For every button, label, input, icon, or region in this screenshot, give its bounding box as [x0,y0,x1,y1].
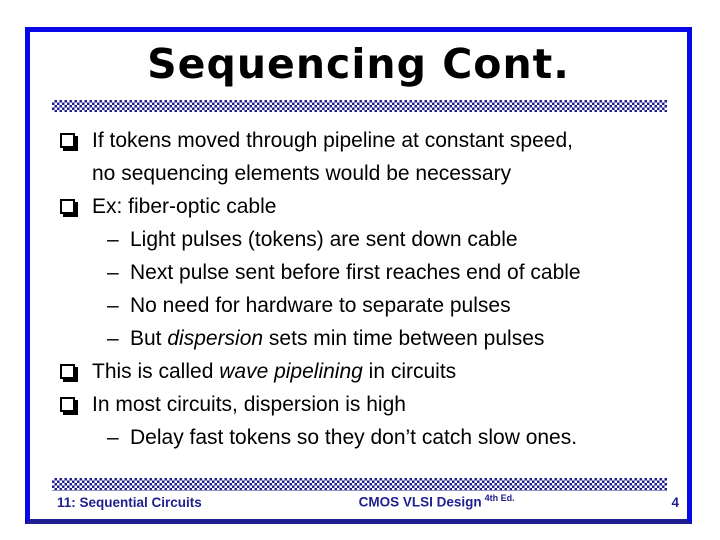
dash-bullet-icon: – [107,228,119,251]
bullet-text: This is called wave pipelining in circui… [92,360,457,383]
dash-bullet-icon: – [107,327,119,350]
bullet-list: If tokens moved through pipeline at cons… [30,124,677,454]
bullet-text: Delay fast tokens so they don’t catch sl… [130,426,578,449]
bullet-item: –Next pulse sent before first reaches en… [30,256,677,289]
bullet-item: –Light pulses (tokens) are sent down cab… [30,223,677,256]
footer-divider-bar [52,478,667,491]
footer-section-label: 11: Sequential Circuits [57,494,202,510]
bullet-item: –Delay fast tokens so they don’t catch s… [30,421,677,454]
footer-book-title-text: CMOS VLSI Design [358,494,482,510]
bullet-item: If tokens moved through pipeline at cons… [30,124,677,190]
bullet-text: In most circuits, dispersion is high [92,393,406,416]
bullet-text: No need for hardware to separate pulses [130,294,511,317]
bullet-text: Next pulse sent before first reaches end… [130,261,581,284]
bullet-item: Ex: fiber-optic cable [30,190,677,223]
bullet-item: –But dispersion sets min time between pu… [30,322,677,355]
square-bullet-icon [60,199,75,214]
bullet-text: If tokens moved through pipeline at cons… [92,129,573,185]
slide-title: Sequencing Cont. [147,40,570,88]
bullet-item: –No need for hardware to separate pulses [30,289,677,322]
dash-bullet-icon: – [107,261,119,284]
page-number: 4 [671,494,679,510]
bullet-text: Ex: fiber-optic cable [92,195,277,218]
dash-bullet-icon: – [107,294,119,317]
footer: 11: Sequential Circuits CMOS VLSI Design… [52,493,679,510]
title-divider-bar [52,100,667,112]
bullet-item: This is called wave pipelining in circui… [30,355,677,388]
footer-edition-label: 4th Ed. [484,493,515,503]
bullet-text: Light pulses (tokens) are sent down cabl… [130,228,518,251]
square-bullet-icon [60,364,75,379]
bullet-text: But dispersion sets min time between pul… [130,327,545,350]
bullet-item: In most circuits, dispersion is high [30,388,677,421]
square-bullet-icon [60,133,75,148]
dash-bullet-icon: – [107,426,119,449]
square-bullet-icon [60,397,75,412]
slide: Sequencing Cont. If tokens moved through… [25,27,692,524]
